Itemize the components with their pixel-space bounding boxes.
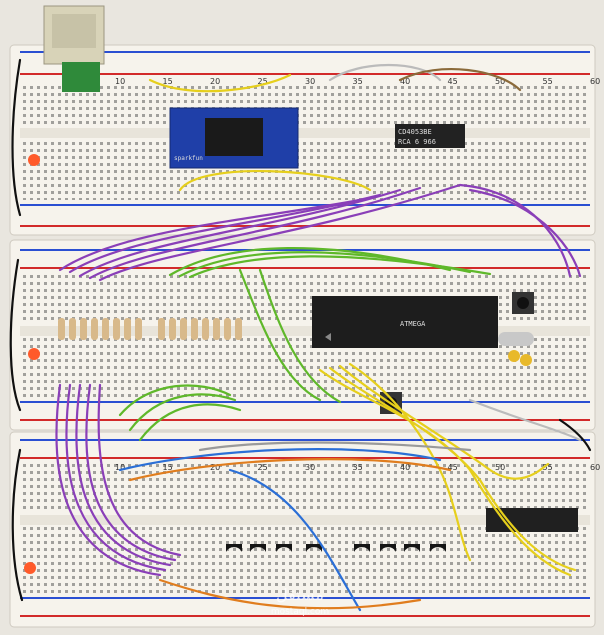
watermark-line2: mostaql.com bbox=[271, 607, 329, 617]
led-top bbox=[28, 154, 40, 166]
wire-bundle bbox=[9, 58, 592, 612]
column-number: 25 bbox=[258, 77, 268, 86]
resistor bbox=[91, 318, 98, 340]
transistor bbox=[404, 544, 420, 552]
resistor bbox=[169, 318, 176, 340]
watermark: مستقل mostaql.com bbox=[271, 585, 329, 617]
transistor-row bbox=[226, 544, 446, 552]
led-middle bbox=[28, 348, 40, 360]
atmega-label: ATMEGA bbox=[400, 320, 426, 328]
column-number: 10 bbox=[115, 77, 125, 86]
transistor bbox=[380, 544, 396, 552]
transistor bbox=[250, 544, 266, 552]
resistor bbox=[135, 318, 142, 340]
resistor bbox=[180, 318, 187, 340]
column-number: 20 bbox=[210, 463, 220, 472]
resistor bbox=[69, 318, 76, 340]
column-number: 15 bbox=[163, 77, 173, 86]
column-number: 60 bbox=[590, 77, 600, 86]
cd4053-label-1: CD4053BE bbox=[398, 128, 432, 136]
resistor bbox=[235, 318, 242, 340]
resistor bbox=[202, 318, 209, 340]
blue-breakout-board: sparkfun bbox=[169, 107, 299, 169]
resistor bbox=[158, 318, 165, 340]
holes-bot-b bbox=[22, 527, 588, 593]
blue-board-text: sparkfun bbox=[174, 155, 203, 162]
watermark-line1: مستقل bbox=[276, 585, 324, 604]
capacitor-1 bbox=[508, 350, 520, 362]
holes-top-a bbox=[22, 82, 588, 126]
column-number: 20 bbox=[210, 77, 220, 86]
transistor bbox=[226, 544, 242, 552]
column-number: 40 bbox=[400, 463, 410, 472]
capacitor-2 bbox=[520, 354, 532, 366]
column-number: 40 bbox=[400, 77, 410, 86]
column-number: 35 bbox=[353, 77, 363, 86]
column-numbers-bottom: 10 15 20 25 30 35 40 45 50 55 60 bbox=[115, 463, 600, 472]
column-number: 30 bbox=[305, 463, 315, 472]
resistor bbox=[58, 318, 65, 340]
usb-connector bbox=[43, 5, 105, 92]
crystal bbox=[498, 332, 534, 346]
transistor bbox=[430, 544, 446, 552]
resistor-bank bbox=[58, 318, 242, 340]
column-number: 55 bbox=[543, 463, 553, 472]
resistor bbox=[80, 318, 87, 340]
column-number: 45 bbox=[448, 463, 458, 472]
atmega-chip: ATMEGA bbox=[312, 296, 498, 348]
transistor bbox=[354, 544, 370, 552]
column-number: 60 bbox=[590, 463, 600, 472]
column-number: 50 bbox=[495, 463, 505, 472]
led-bottom bbox=[24, 562, 36, 574]
resistor bbox=[124, 318, 131, 340]
resistor bbox=[191, 318, 198, 340]
column-number: 10 bbox=[115, 463, 125, 472]
transistor bbox=[306, 544, 322, 552]
column-number: 30 bbox=[305, 77, 315, 86]
resistor bbox=[213, 318, 220, 340]
cd4053-label-2: RCA 6 966 bbox=[398, 138, 436, 146]
transistor bbox=[276, 544, 292, 552]
resistor bbox=[113, 318, 120, 340]
holes-mid-a bbox=[22, 274, 588, 324]
resistor bbox=[224, 318, 231, 340]
column-number: 25 bbox=[258, 463, 268, 472]
resistor bbox=[102, 318, 109, 340]
column-numbers-top: 10 15 20 25 30 35 40 45 50 55 60 bbox=[115, 77, 600, 86]
holes-top-b bbox=[22, 140, 588, 200]
column-number: 45 bbox=[448, 77, 458, 86]
column-number: 55 bbox=[543, 77, 553, 86]
column-number: 50 bbox=[495, 77, 505, 86]
column-number: 15 bbox=[163, 463, 173, 472]
cd4053-chip: CD4053BE RCA 6 966 bbox=[395, 124, 465, 148]
column-number: 35 bbox=[353, 463, 363, 472]
